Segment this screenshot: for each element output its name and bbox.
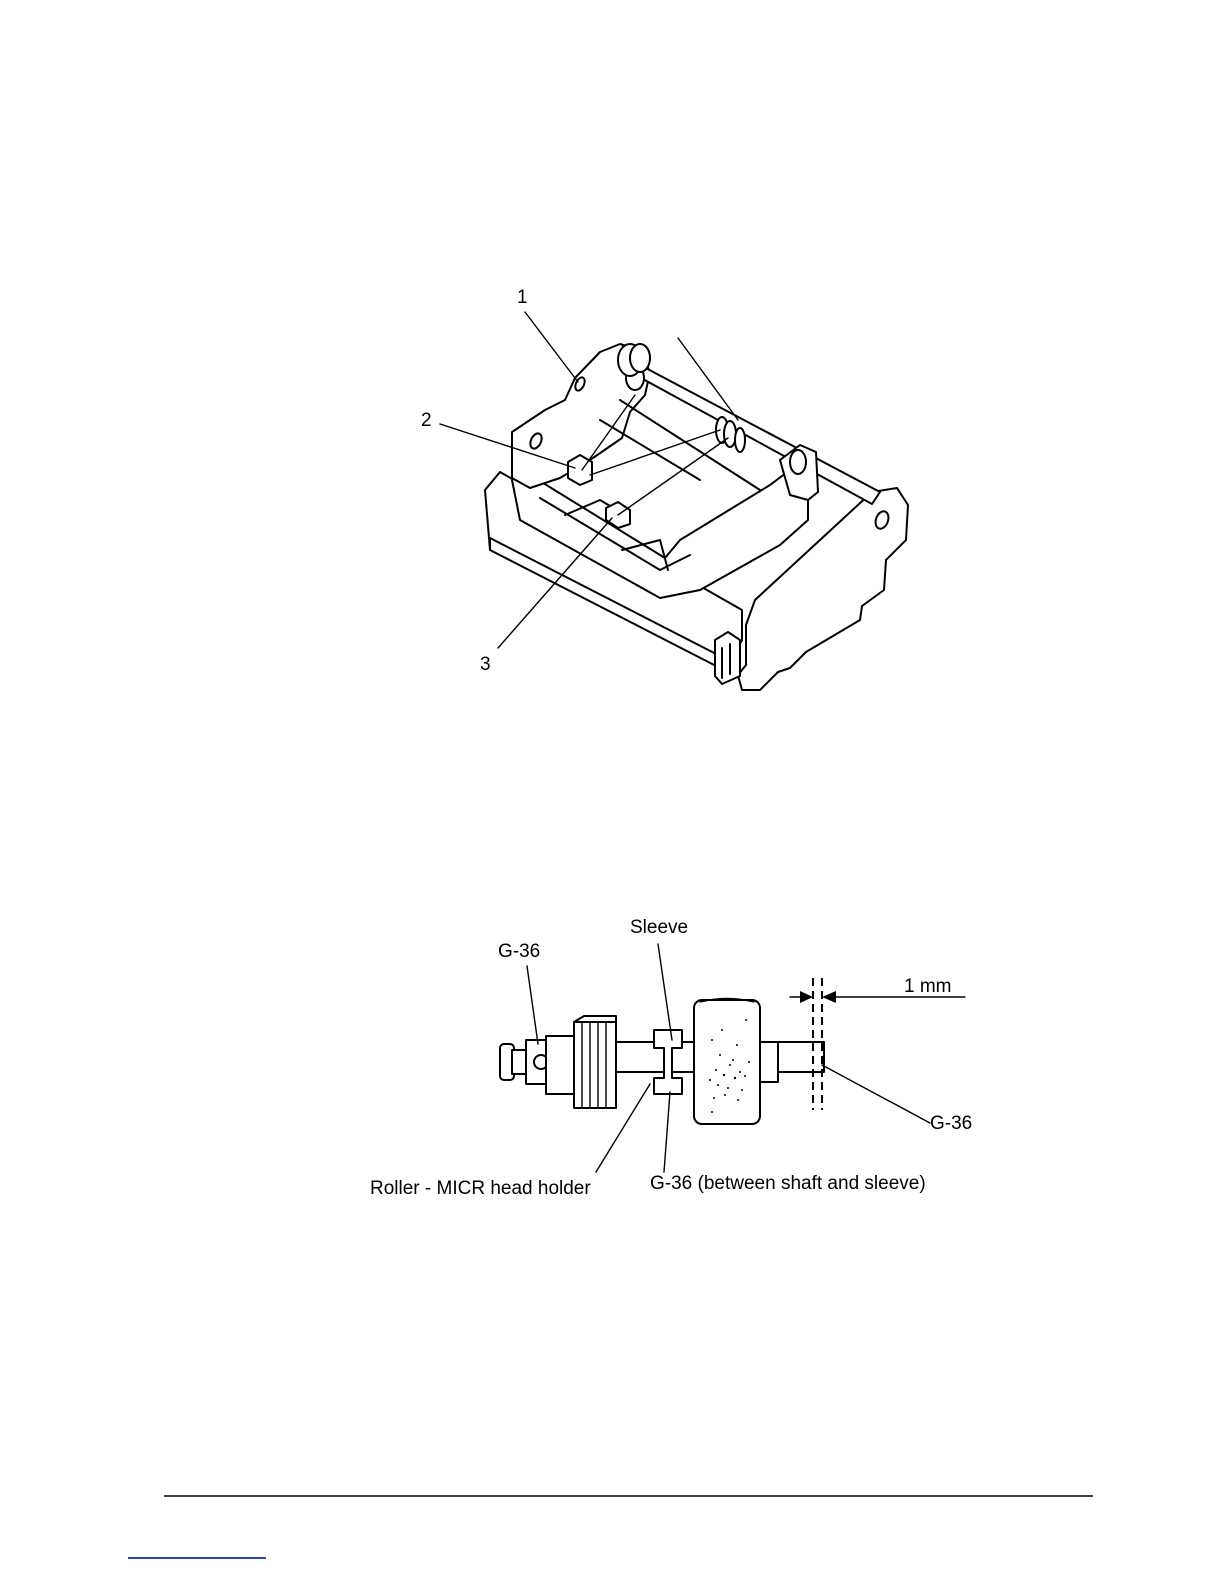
g36-top-label: G-36 bbox=[498, 941, 540, 962]
bracket-assembly-illustration bbox=[485, 344, 908, 690]
g36-between-label: G-36 (between shaft and sleeve) bbox=[650, 1173, 926, 1194]
callout-2: 2 bbox=[421, 410, 432, 431]
roller-assembly-illustration bbox=[500, 978, 965, 1124]
g36-top-leader bbox=[527, 966, 538, 1044]
g36-right-leader bbox=[822, 1065, 930, 1123]
one-mm-label: 1 mm bbox=[904, 976, 952, 997]
g36-right-label: G-36 bbox=[930, 1113, 972, 1134]
sleeve-leader bbox=[658, 944, 672, 1040]
callout-1: 1 bbox=[517, 287, 528, 308]
callout-1-leader bbox=[525, 312, 578, 382]
callout-3: 3 bbox=[480, 654, 491, 675]
sleeve-label: Sleeve bbox=[630, 917, 688, 938]
g36-between-leader bbox=[664, 1092, 670, 1172]
roller-label: Roller - MICR head holder bbox=[370, 1178, 591, 1199]
